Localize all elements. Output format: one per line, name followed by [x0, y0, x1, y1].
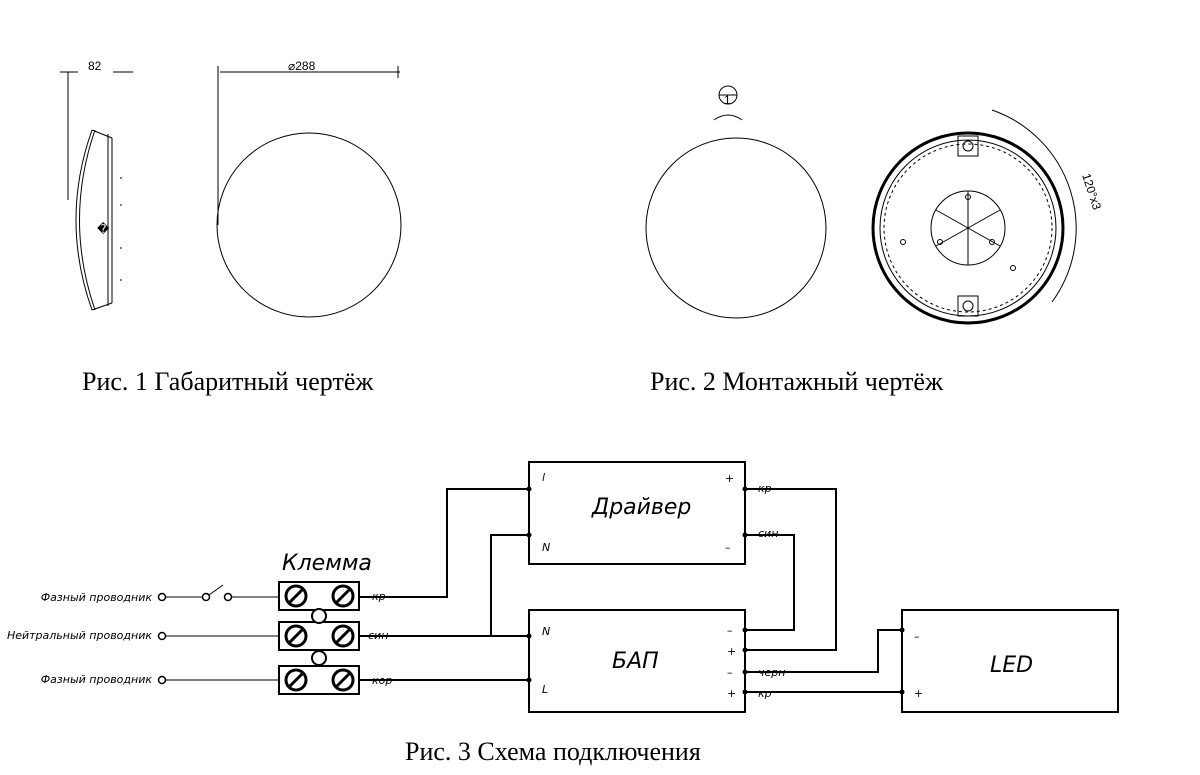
mounting-front-view: 1 [645, 85, 827, 319]
bap-out-plus-wire: кр [758, 687, 772, 700]
bap-pin-n: N [542, 625, 550, 638]
svg-text:�: � [97, 222, 110, 236]
bap-pin-1: – [727, 624, 733, 637]
driver-title: Драйвер [591, 495, 691, 520]
dim-diameter: ⌀288 [288, 59, 316, 73]
driver-pin-n: N [542, 541, 550, 554]
figure-2-mounting-drawing: 1 120°x3 Рис. 2 Монтажный чертёж [645, 85, 1104, 396]
mounting-back-view: 120°x3 [871, 109, 1104, 325]
bap-pin-3: – [727, 666, 733, 679]
driver-pin-plus: + [725, 472, 734, 485]
dim-depth: 82 [88, 59, 102, 73]
led-title: LED [990, 653, 1033, 678]
lamp-outline [216, 132, 402, 318]
side-view: 82 � [60, 59, 133, 311]
bap-pin-2: + [727, 645, 736, 658]
driver-pin-l: l [542, 471, 545, 484]
driver-out-minus-wire: син [758, 527, 778, 540]
bap-pin-4: + [727, 687, 736, 700]
callout-number: 1 [724, 93, 731, 107]
input-label-phase-2: Фазный проводник [41, 673, 153, 686]
terminal-screws [284, 584, 355, 692]
wiring [360, 486, 905, 695]
front-view: ⌀288 [216, 59, 402, 318]
input-label-neutral: Нейтральный проводник [7, 629, 152, 642]
figure-3-caption: Рис. 3 Схема подключения [405, 737, 701, 766]
figure-3-wiring-diagram: Фазный проводник Нейтральный проводник Ф… [7, 461, 1119, 766]
bap-block: БАП N L – + – + черн кр [528, 609, 785, 713]
figure-2-caption: Рис. 2 Монтажный чертёж [650, 367, 944, 396]
led-pin-plus: + [914, 687, 923, 700]
figure-1-caption: Рис. 1 Габаритный чертёж [82, 367, 374, 396]
driver-block: Драйвер l N + – кр син [528, 461, 778, 565]
driver-pin-minus: – [725, 541, 731, 554]
input-label-phase-1: Фазный проводник [41, 591, 153, 604]
input-conductors: Фазный проводник Нейтральный проводник Ф… [7, 584, 280, 686]
terminal-block: Клемма кр син кор [278, 551, 392, 695]
figure-1-dimensional-drawing: 82 � ⌀288 Рис. 1 Габаритный чертёж [60, 59, 402, 396]
led-pin-minus: – [914, 630, 920, 643]
switch-contact [201, 592, 211, 602]
terminal-title: Клемма [282, 551, 372, 576]
angle-label: 120°x3 [1079, 172, 1104, 212]
bap-pin-l: L [542, 683, 548, 696]
switch-lever [208, 584, 224, 596]
bap-title: БАП [612, 649, 659, 674]
led-block: LED – + [901, 609, 1119, 713]
lamp-outline-mounting [645, 137, 827, 319]
